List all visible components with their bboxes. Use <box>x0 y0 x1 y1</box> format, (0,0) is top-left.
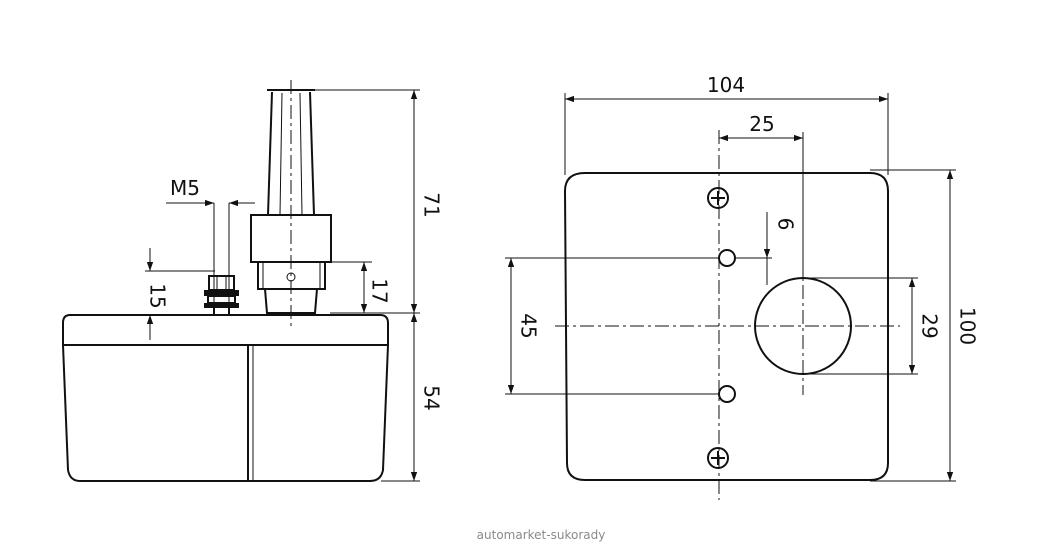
dim-m5: M5 <box>166 176 255 207</box>
dim-100: 100 <box>870 169 980 482</box>
dim-100-label: 100 <box>956 307 980 345</box>
connector-socket <box>250 80 332 330</box>
watermark: automarket-sukorady <box>477 528 606 542</box>
dim-25: 25 <box>719 112 804 278</box>
dim-15: 15 <box>145 248 215 340</box>
dim-29: 29 <box>803 277 942 375</box>
dim-15-label: 15 <box>146 283 170 308</box>
front-view: 104 25 6 45 29 <box>505 73 980 500</box>
dim-104-label: 104 <box>707 73 745 97</box>
mounting-hole-bottom <box>718 385 736 403</box>
dim-54-label: 54 <box>420 385 444 410</box>
dim-6-label: 6 <box>774 218 798 231</box>
dim-71: 71 <box>315 89 444 314</box>
side-view: M5 15 17 71 54 <box>62 80 444 482</box>
dim-m5-label: M5 <box>170 176 200 200</box>
front-housing <box>563 172 889 481</box>
dim-17: 17 <box>320 261 392 313</box>
dim-71-label: 71 <box>420 192 444 217</box>
screw-bottom-icon <box>707 447 729 469</box>
screw-top-icon <box>707 187 729 209</box>
dim-54: 54 <box>381 313 444 482</box>
dim-17-label: 17 <box>368 278 392 303</box>
mounting-hole-top <box>718 249 736 267</box>
dim-6: 6 <box>735 212 798 285</box>
m5-stud-nut <box>204 203 239 315</box>
dim-104: 104 <box>564 73 889 175</box>
dim-45: 45 <box>505 257 719 395</box>
housing-body <box>62 314 389 482</box>
dim-25-label: 25 <box>749 112 774 136</box>
dim-45-label: 45 <box>517 313 541 338</box>
dim-29-label: 29 <box>918 313 942 338</box>
